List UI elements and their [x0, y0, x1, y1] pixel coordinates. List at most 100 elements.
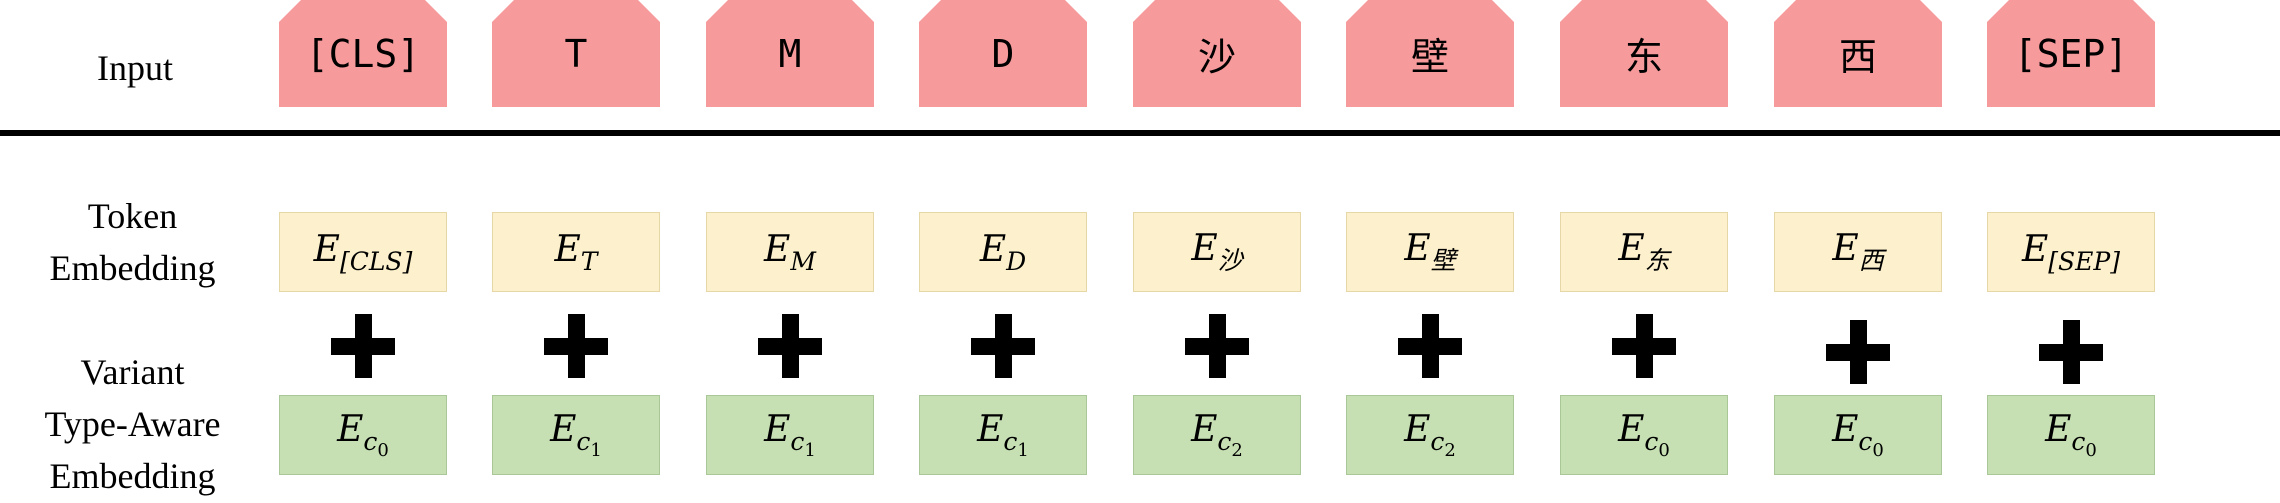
variant-index: 1	[1017, 440, 1029, 461]
token-embedding-box: E沙	[1133, 212, 1301, 292]
embedding-subscript: D	[1006, 246, 1027, 276]
vta-embedding-label: Ec2	[1404, 409, 1456, 461]
token-embedding-box: ET	[492, 212, 660, 292]
embedding-subscript: T	[580, 246, 598, 276]
token-label-line2: Embedding	[49, 248, 216, 288]
embedding-subscript: c1	[576, 427, 601, 461]
token-embedding-box: ED	[919, 212, 1087, 292]
input-row-label: Input	[50, 42, 220, 94]
token-embedding-label: E西	[1832, 228, 1883, 277]
vta-embedding-label: Ec0	[337, 409, 389, 461]
embedding-symbol: E	[1404, 227, 1431, 269]
input-token-box: 壁	[1346, 0, 1514, 107]
embedding-symbol: E	[1618, 227, 1645, 269]
variant-letter: c	[363, 427, 378, 456]
vta-label-line2: Type-Aware	[44, 404, 221, 444]
embedding-symbol: E	[979, 228, 1007, 270]
input-token-text: [SEP]	[2013, 31, 2129, 76]
input-token-box: 沙	[1133, 0, 1301, 107]
plus-icon	[1774, 312, 1942, 392]
token-embedding-row-label: Token Embedding	[30, 190, 235, 294]
embedding-subscript: 沙	[1217, 245, 1243, 275]
embedding-subscript: [CLS]	[339, 246, 413, 276]
variant-index: 2	[1444, 440, 1456, 461]
plus-icon	[1346, 306, 1514, 386]
embedding-subscript: c2	[1430, 427, 1455, 461]
plus-icon	[706, 306, 874, 386]
token-embedding-box: E[SEP]	[1987, 212, 2155, 292]
variant-index: 0	[377, 440, 389, 461]
token-embedding-box: E东	[1560, 212, 1728, 292]
variant-type-aware-embedding-box: Ec2	[1133, 395, 1301, 475]
embedding-subscript: M	[790, 246, 816, 276]
token-embedding-box: EM	[706, 212, 874, 292]
variant-letter: c	[1217, 427, 1232, 456]
vta-embedding-label: Ec0	[1618, 409, 1670, 461]
input-token-text: T	[564, 31, 588, 76]
token-embedding-label: E[SEP]	[2022, 229, 2120, 276]
vta-embedding-label: Ec1	[977, 409, 1029, 461]
variant-letter: c	[1430, 427, 1445, 456]
variant-type-aware-embedding-box: Ec0	[279, 395, 447, 475]
vta-label-line1: Variant	[80, 352, 185, 392]
token-embedding-label: E沙	[1191, 228, 1242, 277]
token-embedding-label: E[CLS]	[314, 229, 413, 276]
input-token-text: M	[778, 31, 802, 76]
vta-embedding-label: Ec2	[1191, 409, 1243, 461]
embedding-symbol: E	[1618, 409, 1645, 450]
input-token-box: M	[706, 0, 874, 107]
embedding-subscript: c0	[363, 427, 388, 461]
embedding-symbol: E	[2022, 228, 2049, 270]
embedding-symbol: E	[2045, 409, 2072, 450]
token-column: [SEP]E[SEP]Ec0	[1987, 0, 2155, 503]
token-embedding-box: E[CLS]	[279, 212, 447, 292]
embedding-symbol: E	[764, 228, 791, 270]
embedding-subscript: 东	[1644, 245, 1670, 275]
embedding-symbol: E	[977, 409, 1004, 450]
variant-type-aware-embedding-box: Ec1	[492, 395, 660, 475]
embedding-symbol: E	[313, 228, 340, 270]
variant-type-aware-embedding-box: Ec0	[1560, 395, 1728, 475]
vta-embedding-label: Ec1	[764, 409, 816, 461]
variant-type-aware-embedding-box: Ec2	[1346, 395, 1514, 475]
variant-index: 0	[1658, 440, 1670, 461]
token-embedding-label: ED	[980, 229, 1026, 276]
variant-index: 0	[2085, 440, 2097, 461]
variant-letter: c	[1003, 427, 1018, 456]
token-label-line1: Token	[87, 196, 178, 236]
input-token-box: T	[492, 0, 660, 107]
plus-icon	[279, 306, 447, 386]
embedding-subscript: 西	[1858, 245, 1884, 275]
embedding-symbol: E	[1832, 409, 1859, 450]
input-token-text: [CLS]	[305, 31, 421, 76]
variant-type-aware-embedding-box: Ec1	[919, 395, 1087, 475]
variant-index: 1	[590, 440, 602, 461]
embedding-symbol: E	[1404, 409, 1431, 450]
vta-embedding-label: Ec1	[550, 409, 602, 461]
embedding-subscript: [SEP]	[2048, 246, 2120, 276]
input-token-text: D	[991, 31, 1015, 76]
input-token-box: 西	[1774, 0, 1942, 107]
embedding-symbol: E	[1191, 227, 1218, 269]
embedding-symbol: E	[764, 409, 791, 450]
variant-letter: c	[576, 427, 591, 456]
input-token-box: [CLS]	[279, 0, 447, 107]
token-embedding-box: E西	[1774, 212, 1942, 292]
input-token-text: 西	[1838, 35, 1877, 79]
embedding-symbol: E	[554, 228, 581, 270]
embedding-symbol: E	[1191, 409, 1218, 450]
embedding-symbol: E	[1832, 227, 1859, 269]
variant-letter: c	[2071, 427, 2086, 456]
plus-icon	[919, 306, 1087, 386]
divider-line	[0, 130, 2280, 136]
input-token-box: 东	[1560, 0, 1728, 107]
variant-index: 1	[804, 440, 816, 461]
embedding-symbol: E	[550, 409, 577, 450]
input-token-text: 壁	[1410, 35, 1449, 79]
token-column: [CLS]E[CLS]Ec0	[279, 0, 447, 503]
